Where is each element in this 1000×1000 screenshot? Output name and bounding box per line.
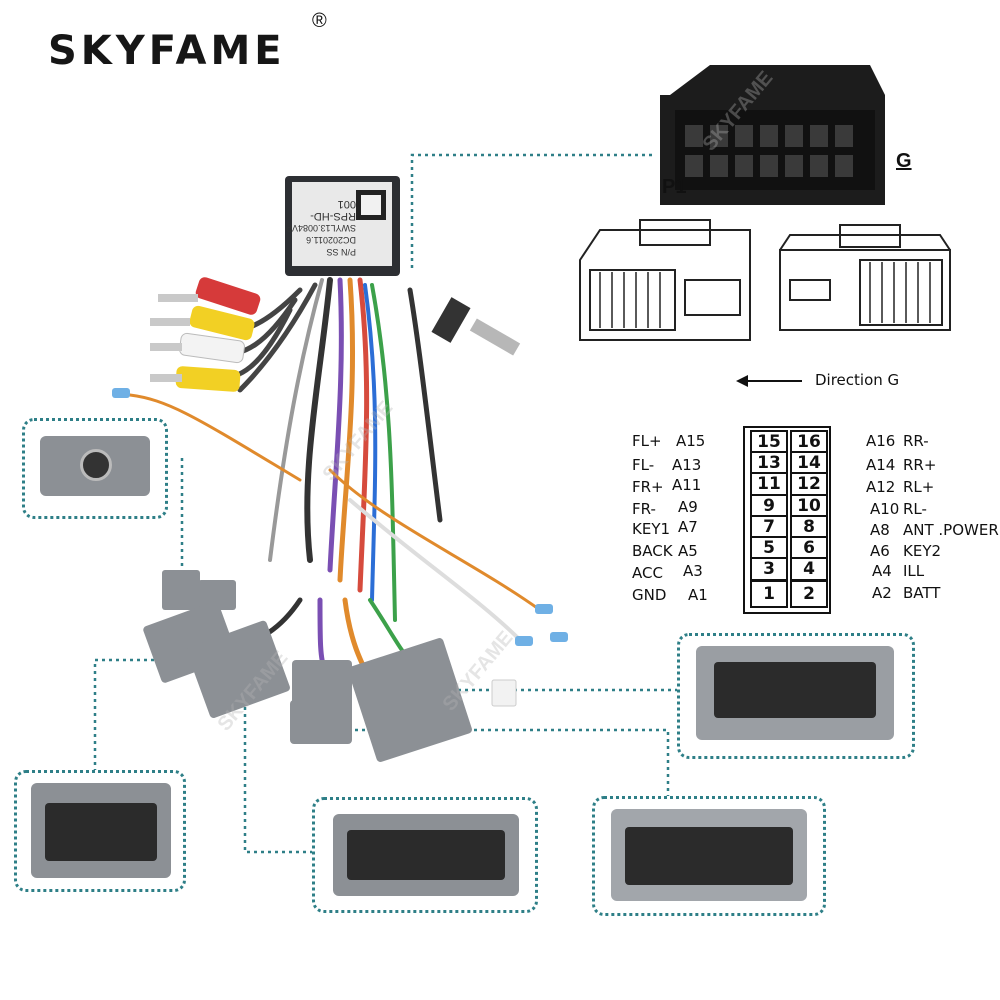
antenna-plug <box>431 297 521 356</box>
harness-connectors <box>143 570 517 762</box>
direction-arrow-icon <box>736 375 802 387</box>
rca-plugs <box>150 277 261 392</box>
control-box-label: P/N SS DC202011.6 SWYL13.0084VP RPS-HD-0… <box>285 198 356 258</box>
right-connector-socket <box>714 662 876 718</box>
pin-code-left: A9 <box>678 498 698 516</box>
pin-signal-left: BACK <box>632 542 673 560</box>
pin-code-left: A5 <box>678 542 698 560</box>
connector-line-art <box>579 219 951 341</box>
pin-signal-left: ACC <box>632 564 663 582</box>
box-label-line4: P/N SS <box>326 247 356 257</box>
pin-number-right: 12 <box>790 472 828 496</box>
box-label-line2: SWYL13.0084VP <box>285 223 356 233</box>
right-bottom-connector-socket <box>625 827 793 885</box>
pinout-frame <box>743 426 831 614</box>
pin-number-left: 9 <box>750 494 788 518</box>
pin-code-left: A15 <box>676 432 706 450</box>
pin-number-left: 11 <box>750 472 788 496</box>
pin-code-left: A7 <box>678 518 698 536</box>
pin-code-right: A6 <box>870 542 890 560</box>
wire-bundle <box>128 277 542 683</box>
pin-number-right: 4 <box>790 557 828 581</box>
pin-signal-right: BATT <box>903 584 941 602</box>
box-label-line3: DC202011.6 <box>306 235 356 245</box>
pin-code-right: A16 <box>866 432 896 450</box>
pin-signal-left: GND <box>632 586 667 604</box>
p1-label: P1 <box>662 176 687 198</box>
pin-code-left: A3 <box>683 562 703 580</box>
antenna-port-icon <box>80 449 112 481</box>
pin-signal-right: RL+ <box>903 478 935 496</box>
antenna-connector-panel <box>22 418 168 519</box>
pin-code-right: A12 <box>866 478 896 496</box>
middle-connector-socket <box>347 830 505 880</box>
pin-number-right: 10 <box>790 494 828 518</box>
brand-name: SKYFAME <box>48 28 286 74</box>
pin-code-right: A10 <box>870 500 900 518</box>
pin-signal-right: ILL <box>903 562 925 580</box>
pin-code-right: A14 <box>866 456 896 474</box>
pin-signal-left: FR+ <box>632 478 664 496</box>
pin-signal-right: KEY2 <box>903 542 942 560</box>
pin-signal-left: FR- <box>632 500 656 518</box>
pin-signal-right: ANT .POWER <box>903 521 999 539</box>
pin-number-right: 16 <box>790 430 828 454</box>
pin-signal-right: RR+ <box>903 456 937 474</box>
pin-number-left: 1 <box>750 580 788 608</box>
pin-code-right: A4 <box>872 562 892 580</box>
registered-mark: ® <box>312 10 327 32</box>
pin-signal-right: RR- <box>903 432 929 450</box>
g-label: G <box>896 150 912 172</box>
pin-code-right: A8 <box>870 521 890 539</box>
left-connector-panel <box>14 770 186 892</box>
pin-signal-left: FL- <box>632 456 655 474</box>
pin-code-left: A13 <box>672 456 702 474</box>
pin-code-left: A11 <box>672 476 702 494</box>
left-connector-socket <box>45 803 157 861</box>
pin-number-left: 3 <box>750 557 788 581</box>
wire-tips <box>112 388 568 646</box>
pin-signal-left: KEY1 <box>632 520 671 538</box>
pin-number-left: 15 <box>750 430 788 454</box>
box-label-line1: RPS-HD-001 <box>310 198 356 222</box>
pin-code-right: A2 <box>872 584 892 602</box>
pin-code-left: A1 <box>688 586 708 604</box>
right-connector-panel <box>677 633 915 759</box>
pin-number-left: 5 <box>750 536 788 560</box>
right-bottom-connector-panel <box>592 796 826 916</box>
black-connector-p1 <box>660 65 885 205</box>
pin-signal-right: RL- <box>903 500 927 518</box>
control-box <box>285 176 400 276</box>
pin-signal-left: FL+ <box>632 432 662 450</box>
direction-label: Direction G <box>815 371 900 389</box>
pin-number-right: 2 <box>790 580 828 608</box>
middle-connector-panel <box>312 797 538 913</box>
